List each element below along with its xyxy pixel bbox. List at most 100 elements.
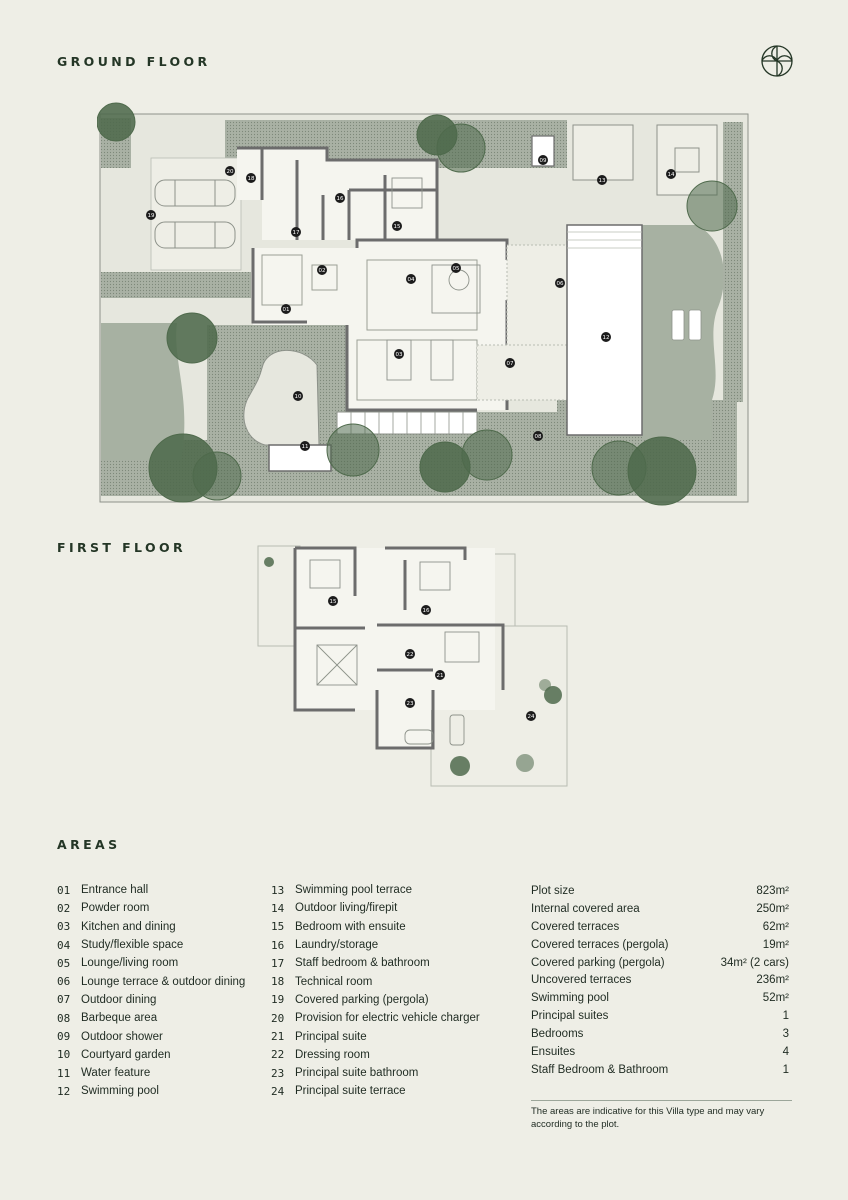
room-marker-04: 04 [406, 274, 416, 284]
legend-label: Technical room [295, 975, 373, 988]
room-marker-19: 19 [146, 210, 156, 220]
disclaimer-note: The areas are indicative for this Villa … [531, 1106, 765, 1130]
first-floor-furniture [309, 559, 480, 746]
outdoor-shower [531, 135, 555, 167]
room-marker-14: 14 [666, 169, 676, 179]
first-marker-21: 21 [435, 670, 445, 680]
water-feature [268, 444, 332, 472]
legend-number: 01 [57, 883, 71, 897]
room-marker-15: 15 [392, 221, 402, 231]
stat-value: 1 [782, 1010, 789, 1023]
garden-bottom [101, 325, 737, 496]
room-marker-09: 09 [538, 155, 548, 165]
stat-row: Covered parking (pergola)34m² (2 cars) [531, 954, 789, 972]
legend-label: Outdoor dining [81, 993, 157, 1006]
stat-value: 1 [782, 1063, 789, 1076]
firepit [674, 147, 700, 173]
svg-text:01: 01 [283, 307, 290, 313]
legend-label: Lounge/living room [81, 957, 179, 970]
flower-circle-logo-icon [761, 45, 793, 77]
stat-label: Covered parking (pergola) [531, 956, 665, 969]
svg-text:16: 16 [423, 608, 430, 614]
stat-label: Swimming pool [531, 992, 609, 1005]
legend-label: Swimming pool terrace [295, 884, 412, 897]
legend-label: Principal suite terrace [295, 1085, 406, 1098]
note-divider [531, 1100, 792, 1101]
svg-text:10: 10 [295, 394, 302, 400]
svg-text:24: 24 [528, 714, 535, 720]
svg-text:07: 07 [507, 361, 514, 367]
room-marker-03: 03 [394, 349, 404, 359]
stat-value: 62m² [762, 920, 789, 933]
svg-text:21: 21 [437, 673, 444, 679]
stat-label: Uncovered terraces [531, 974, 632, 987]
parking-area [150, 157, 242, 271]
house-floor [253, 240, 507, 410]
legend-label: Dressing room [295, 1048, 370, 1061]
legend-number: 13 [271, 883, 285, 897]
garden-right-edge [723, 122, 743, 402]
outdoor-dining-terrace [476, 344, 568, 401]
svg-text:06: 06 [557, 281, 564, 287]
room-marker-18: 18 [246, 173, 256, 183]
room-marker-10: 10 [293, 391, 303, 401]
legend-number: 17 [271, 956, 285, 970]
legend-number: 10 [57, 1048, 71, 1062]
legend-number: 04 [57, 938, 71, 952]
legend-label: Bedroom with ensuite [295, 920, 406, 933]
stat-label: Internal covered area [531, 902, 640, 915]
legend-label: Water feature [81, 1067, 151, 1080]
ground-floor-plan: 01 02 03 04 05 06 07 08 09 10 11 12 13 1… [97, 102, 749, 506]
room-marker-13: 13 [597, 175, 607, 185]
stat-value: 250m² [756, 902, 789, 915]
first-floor-plan: 15 16 21 22 23 24 [257, 545, 568, 787]
legend-number: 22 [271, 1048, 285, 1062]
svg-text:13: 13 [599, 178, 606, 184]
svg-text:05: 05 [453, 266, 460, 272]
stat-label: Covered terraces [531, 920, 620, 933]
first-marker-23: 23 [405, 698, 415, 708]
stat-value: 19m² [762, 938, 789, 951]
room-marker-07: 07 [505, 358, 515, 368]
stat-row: Internal covered area 250m² [531, 900, 789, 918]
courtyard-garden [243, 349, 320, 446]
first-marker-24: 24 [526, 711, 536, 721]
pool-loungers [671, 309, 702, 341]
legend-label: Covered parking (pergola) [295, 993, 429, 1006]
legend-number: 11 [57, 1066, 71, 1080]
pool-steps [567, 231, 642, 249]
svg-text:03: 03 [396, 352, 403, 358]
svg-text:15: 15 [394, 224, 401, 230]
first-floor-trees [264, 557, 562, 776]
legend-number: 06 [57, 975, 71, 989]
car-lower [154, 221, 236, 249]
legend-number: 08 [57, 1011, 71, 1025]
ground-floor-heading: GROUND FLOOR [57, 54, 211, 69]
trees [97, 102, 738, 506]
swimming-pool [566, 224, 643, 436]
svg-text:18: 18 [248, 176, 255, 182]
room-marker-05: 05 [451, 263, 461, 273]
svg-text:09: 09 [540, 158, 547, 164]
legend-label: Powder room [81, 902, 150, 915]
svg-text:23: 23 [407, 701, 414, 707]
legend-item: 13 Swimming pool terrace [271, 881, 480, 899]
legend-label: Principal suite [295, 1030, 367, 1043]
first-marker-22: 22 [405, 649, 415, 659]
